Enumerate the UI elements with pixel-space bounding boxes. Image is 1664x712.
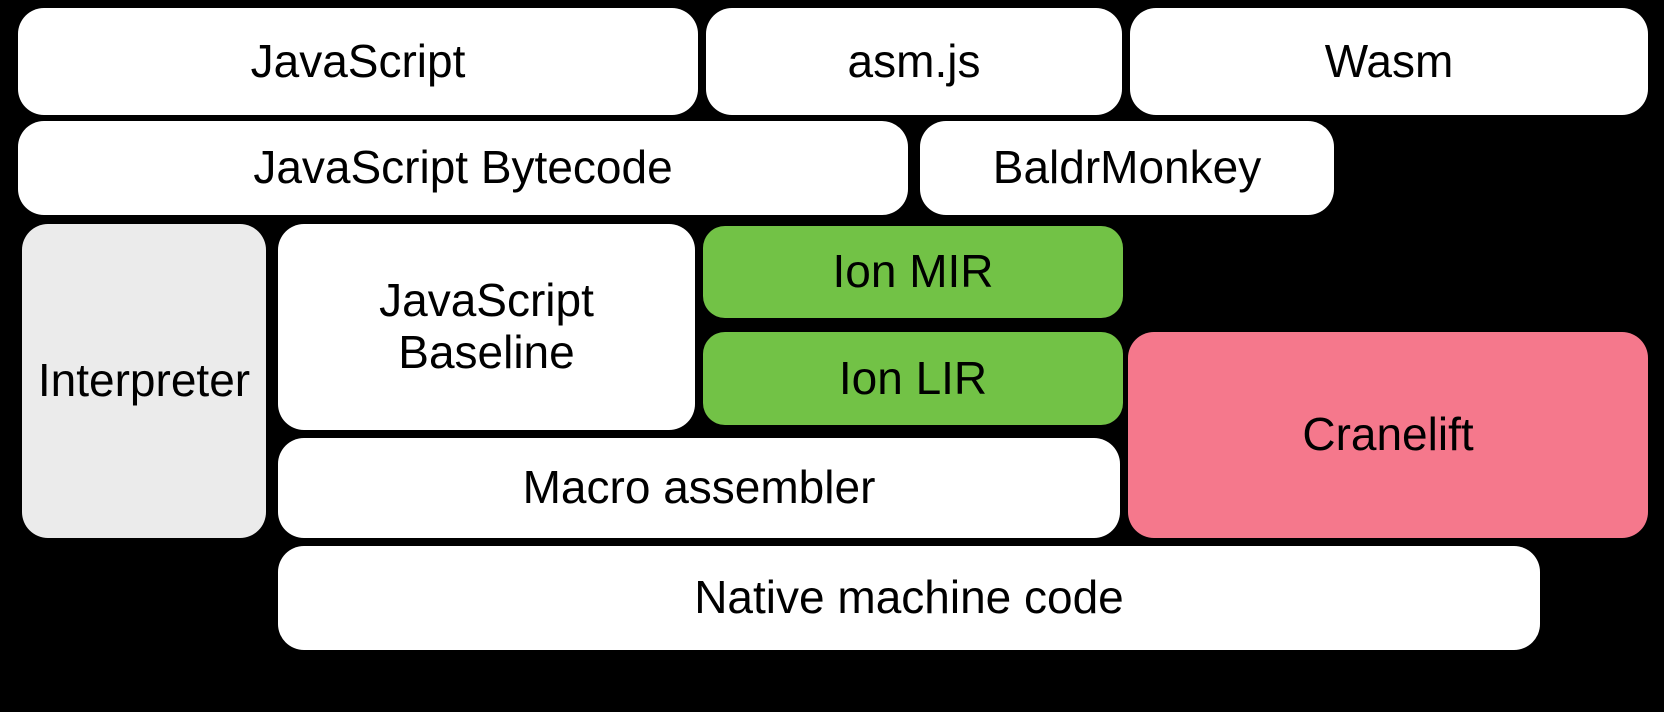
node-native-machine-code[interactable]: Native machine code [278, 546, 1540, 650]
node-wasm[interactable]: Wasm [1130, 8, 1648, 115]
node-cranelift[interactable]: Cranelift [1128, 332, 1648, 538]
node-interpreter[interactable]: Interpreter [22, 224, 266, 538]
node-ion-mir[interactable]: Ion MIR [703, 226, 1123, 318]
node-javascript[interactable]: JavaScript [18, 8, 698, 115]
node-ion-lir[interactable]: Ion LIR [703, 332, 1123, 425]
node-javascript-bytecode[interactable]: JavaScript Bytecode [18, 121, 908, 215]
node-javascript-baseline[interactable]: JavaScript Baseline [278, 224, 695, 430]
node-asmjs[interactable]: asm.js [706, 8, 1122, 115]
node-baldrmonkey[interactable]: BaldrMonkey [920, 121, 1334, 215]
node-macro-assembler[interactable]: Macro assembler [278, 438, 1120, 538]
